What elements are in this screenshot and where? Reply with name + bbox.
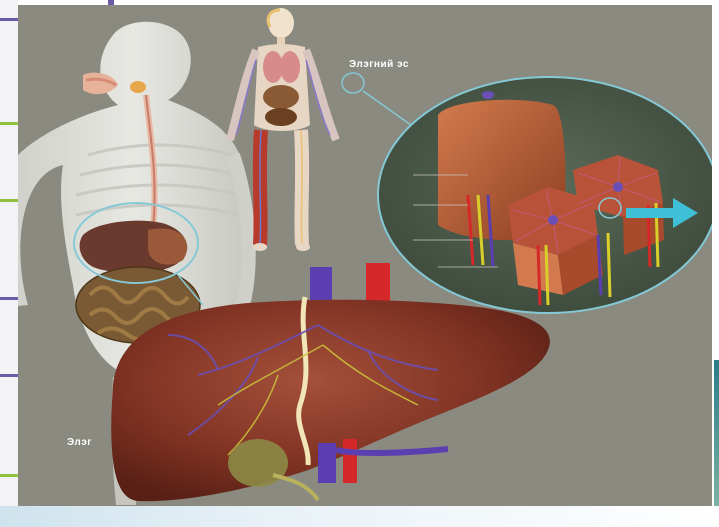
anatomy-illustration xyxy=(18,5,712,506)
margin-tick xyxy=(0,122,18,125)
right-accent xyxy=(714,360,719,510)
margin-tick xyxy=(0,374,18,377)
cell-callout-label: Элэгний эс xyxy=(349,59,409,70)
margin-tick xyxy=(0,18,18,21)
magnifier-circle-icon xyxy=(342,73,364,93)
illustration-plate: Элэгний эс Элэг xyxy=(18,5,712,506)
left-margin-strip xyxy=(0,0,18,527)
liver-label: Элэг xyxy=(67,437,92,448)
margin-tick xyxy=(0,474,18,477)
margin-tick xyxy=(0,297,18,300)
bottom-strip xyxy=(0,506,719,527)
margin-tick xyxy=(0,199,18,202)
cell-magnification xyxy=(342,73,712,313)
